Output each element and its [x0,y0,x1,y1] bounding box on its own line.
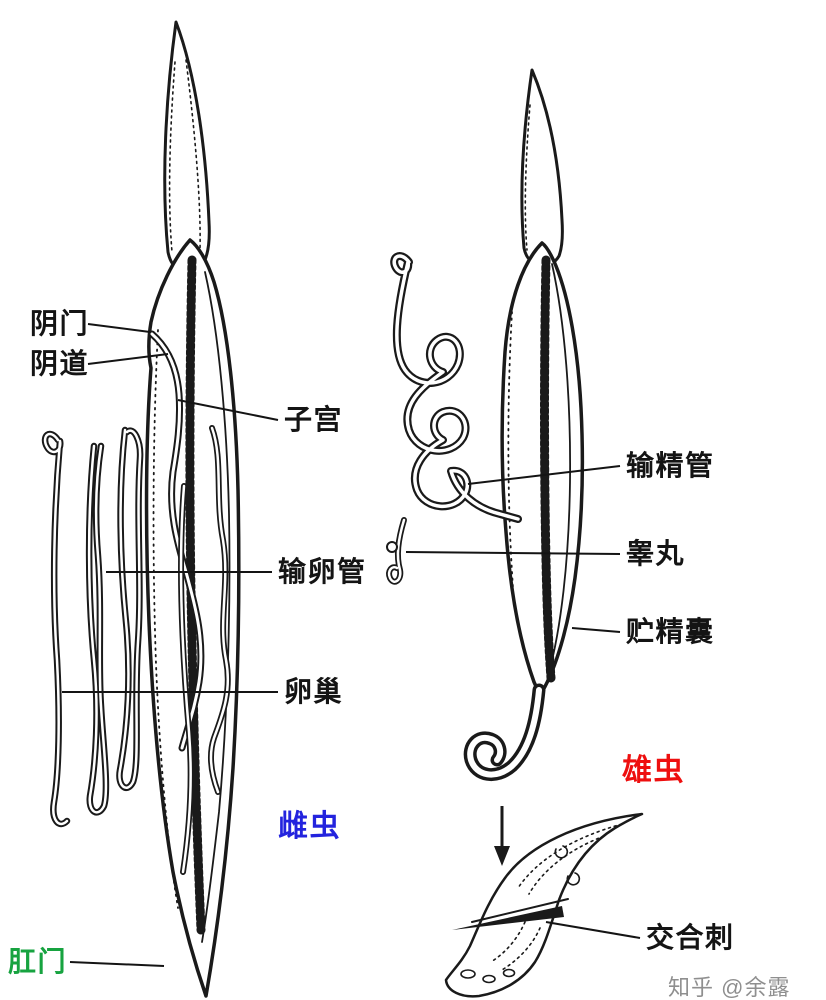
label-uterus: 子宫 [284,404,344,435]
label-vagina: 阴道 [30,348,90,379]
spicule-needle [452,906,564,930]
watermark-text: 知乎 @余露 [668,975,791,1000]
label-spicule: 交合刺 [646,922,735,953]
label-male-worm: 雄虫 [622,754,685,787]
leader-anus [69,961,165,967]
leader-testis [405,551,621,555]
female-anterior-outline [163,20,211,272]
leader-vas-deferens [467,465,621,485]
label-vas-deferens: 输精管 [626,450,715,481]
label-oviduct: 输卵管 [278,556,367,587]
male-anterior-outline [520,68,564,267]
leader-uterus [177,399,279,421]
label-ovary: 卵巢 [284,676,344,707]
label-anus: 肛门 [8,946,68,977]
label-seminal-vesicle: 贮精囊 [626,616,715,647]
label-vulva: 阴门 [30,308,90,339]
leader-vulva [87,323,151,333]
female-worm-drawing [41,20,241,998]
male-worm-drawing [386,68,585,781]
tail-detail-drawing [444,812,644,998]
leader-seminal-vesicle [571,627,621,633]
down-arrow-icon [494,806,510,866]
leader-lines [62,323,641,967]
label-female-worm: 雌虫 [278,810,341,843]
male-intestine [540,255,556,683]
label-testis: 睾丸 [626,538,686,569]
leader-spicule [545,921,641,939]
leader-vagina [87,353,169,365]
